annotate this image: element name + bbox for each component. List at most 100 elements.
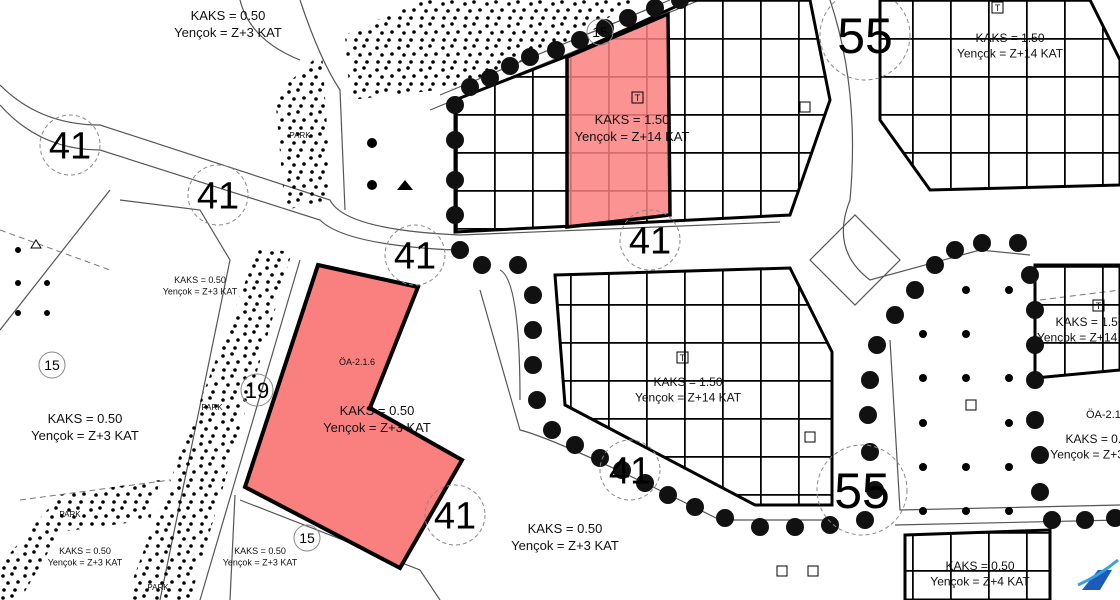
zone-kaks-label: KAKS = 0.50 [945,559,1014,573]
tree-icon [446,206,464,224]
road-width-marker: 41 [39,114,101,176]
logo-icon [1077,558,1119,590]
zone-yencok-label: Yençok = Z+3 KAT [511,538,619,553]
road-width-marker: 41 [619,209,681,271]
zone-kaks-label: KAKS = 0.50 [191,8,266,23]
road-width-labels: 41 41 41 41 41 41 55 55 15 15 15 19 [38,0,911,552]
tree-icon [619,9,637,27]
road-width-label: 55 [834,463,890,519]
zone-kaks-label: KAKS = 0.50 [528,521,603,536]
zone-yencok-label: Yençok = Z+14 KAT [957,47,1064,61]
zone-yencok-label: Yençok = Z+3 KAT [48,558,123,568]
tree-icon [501,57,519,75]
tree-icon [524,321,542,339]
road-width-label: 15 [44,357,60,373]
tree-icon [686,498,704,516]
road-width-label: 19 [245,378,269,403]
tree-icon [509,256,527,274]
tree-icon [886,306,904,324]
tree-icon [1043,511,1061,529]
road-width-label: 41 [197,176,239,218]
tree-icon [446,131,464,149]
tree-icon [524,356,542,374]
tree-icon [716,509,734,527]
tree-icon [473,256,491,274]
highlighted-parcel-top[interactable] [565,11,672,229]
tree-icon [856,511,874,529]
road-width-marker: 41 [599,439,661,501]
tree-icon [1009,234,1027,252]
tree-icon [861,443,879,461]
tree-icon [547,41,565,59]
tree-icon [524,286,542,304]
tree-icon [591,449,609,467]
zone-yencok-label: Yençok = Z+3 KAT [1050,448,1120,462]
road-width-label: 41 [394,236,436,278]
tree-icon [946,241,964,259]
road-width-label: 15 [299,530,315,546]
park-label: PARK [201,403,223,412]
grid-block [878,0,1120,192]
tree-icon [543,421,561,439]
zone-kaks-label: KAKS = 0.50 [48,411,123,426]
tree-icon [613,461,631,479]
tree-icon [786,518,804,536]
area-code: ÖA-2.1.6 [339,357,375,367]
road-width-marker: 41 [384,224,446,286]
plaza-dot-grid [15,138,1013,515]
road-width-marker: 41 [187,164,249,226]
grid-block [553,266,834,507]
tree-icon [566,436,584,454]
zone-kaks-label: KAKS = 0.50 [1065,432,1120,446]
tree-icon [1031,483,1049,501]
highlighted-parcel-l-shape[interactable] [242,262,465,571]
tree-icon [906,281,924,299]
zone-yencok-label: Yençok = Z+3 KAT [223,558,298,568]
road-width-label: 41 [434,496,476,538]
road-width-marker: 55 [819,0,911,81]
park-area [275,52,332,210]
tree-icon [859,406,877,424]
tree-icon [446,96,464,114]
park-area [345,0,640,100]
road-width-label: 41 [49,126,91,168]
road-width-marker: 55 [816,444,908,536]
area-code: ÖA-2.1.6 [1086,409,1120,421]
road-width-marker: 19 [240,373,274,407]
road-width-label: 15 [592,24,608,40]
tree-icon [646,0,664,17]
building-symbols: T T T T [30,1,1105,577]
zone-kaks-label: KAKS = 1.50 [1055,315,1120,329]
zone-kaks-label: KAKS = 0.50 [174,275,226,285]
tree-icon [868,336,886,354]
road-width-marker: 15 [293,524,321,552]
road-width-label: 41 [629,221,671,263]
park-label: PARK [289,131,311,140]
zone-kaks-label: KAKS = 0.50 [234,546,286,556]
tree-icon [926,256,944,274]
zone-kaks-label: KAKS = 1.50 [975,31,1044,45]
park-area [125,248,292,600]
tree-icon [521,48,539,66]
svg-text:T: T [635,93,641,103]
tree-icon [461,78,479,96]
tree-icon [451,241,469,259]
zone-kaks-label: KAKS = 0.50 [340,403,415,418]
park-areas [0,0,1013,600]
zone-kaks-label: KAKS = 1.50 [595,112,670,127]
road-width-label: 41 [609,451,651,493]
tree-icon [446,171,464,189]
zone-yencok-label: Yençok = Z+3 KAT [174,25,282,40]
zone-kaks-label: KAKS = 1.50 [653,375,722,389]
svg-text:T: T [1096,301,1102,311]
tree-icon [973,234,991,252]
zone-yencok-label: Yençok = Z+3 KAT [323,420,431,435]
grid-block [903,528,1052,600]
tree-icon [636,474,654,492]
zone-yencok-label: Yençok = Z+14 KAT [1037,331,1120,345]
tree-icon [671,0,689,9]
svg-text:T: T [995,3,1001,13]
